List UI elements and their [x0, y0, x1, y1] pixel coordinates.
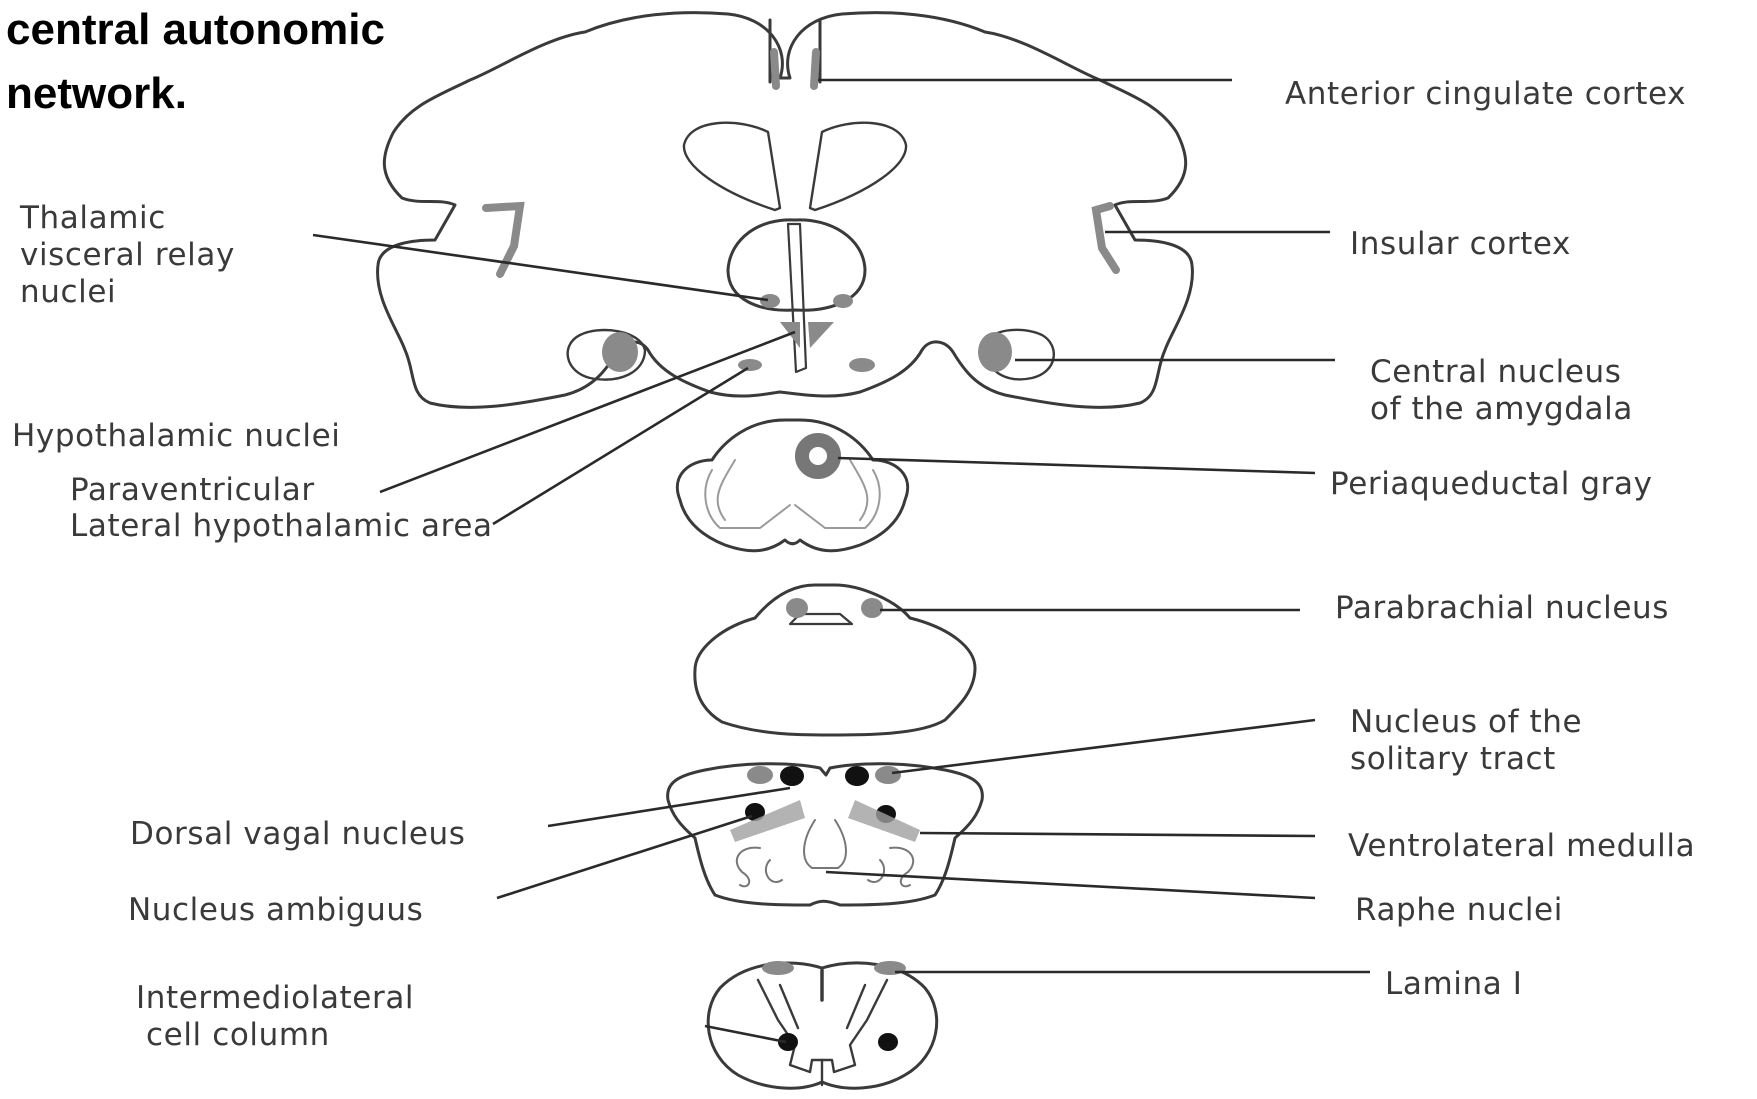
third-ventricle	[788, 224, 806, 372]
label-line: Central nucleus	[1370, 354, 1633, 391]
label-line: cell column	[136, 1017, 414, 1054]
parabrachial-nucleus-left	[786, 598, 808, 618]
olive-left	[737, 848, 782, 887]
lateral-hypothalamic-left	[738, 359, 762, 371]
label-intermediolateral-cell-column: Intermediolateral cell column	[136, 980, 414, 1054]
anterior-cingulate-highlight-left	[774, 52, 776, 86]
label-line: Intermediolateral	[136, 980, 414, 1017]
lamina-i-left	[762, 961, 794, 975]
midbrain-outline	[677, 420, 907, 551]
label-line: of the amygdala	[1370, 391, 1633, 428]
leader-ventrolateral	[920, 833, 1315, 836]
solitary-nucleus-right	[875, 766, 901, 784]
label-lateral-hypothalamic-area: Lateral hypothalamic area	[70, 508, 493, 545]
ventrolateral-medulla-left	[730, 800, 805, 842]
label-nucleus-solitary-tract: Nucleus of the solitary tract	[1350, 704, 1582, 778]
label-anterior-cingulate-cortex: Anterior cingulate cortex	[1285, 76, 1686, 113]
label-line: visceral relay	[20, 237, 235, 274]
label-periaqueductal-gray: Periaqueductal gray	[1330, 466, 1653, 503]
label-central-nucleus-amygdala: Central nucleus of the amygdala	[1370, 354, 1633, 428]
central-amygdala-right	[978, 332, 1012, 372]
label-line: Nucleus of the	[1350, 704, 1582, 741]
solitary-nucleus-left	[747, 766, 773, 784]
label-insular-cortex: Insular cortex	[1350, 226, 1571, 263]
parabrachial-nucleus-right	[861, 598, 883, 618]
label-nucleus-ambiguus: Nucleus ambiguus	[128, 892, 423, 929]
lateral-ventricle-left	[684, 123, 780, 210]
label-line: solitary tract	[1350, 741, 1582, 778]
label-parabrachial-nucleus: Parabrachial nucleus	[1335, 590, 1669, 627]
olive-right	[868, 848, 913, 887]
intermediolateral-nucleus-right	[878, 1033, 898, 1051]
leader-lateral-hypothalamic	[493, 368, 748, 524]
label-paraventricular: Paraventricular	[70, 472, 315, 509]
leader-ambiguus	[497, 816, 752, 898]
leader-periaqueductal	[838, 458, 1315, 473]
periaqueductal-gray	[802, 440, 834, 472]
midbrain-inner-left	[705, 460, 790, 528]
leader-raphe	[826, 872, 1315, 898]
pons-outline	[695, 585, 975, 735]
label-line: Thalamic	[20, 200, 235, 237]
insular-highlight-right	[1096, 206, 1116, 270]
medulla-ventricle	[804, 820, 846, 868]
leader-intermediolateral	[705, 1026, 786, 1042]
lateral-ventricle-right	[810, 123, 906, 210]
label-ventrolateral-medulla: Ventrolateral medulla	[1348, 828, 1695, 865]
label-thalamic-visceral-relay-nuclei: Thalamic visceral relay nuclei	[20, 200, 235, 311]
label-hypothalamic-nuclei: Hypothalamic nuclei	[12, 418, 340, 455]
label-line: nuclei	[20, 274, 235, 311]
label-raphe-nuclei: Raphe nuclei	[1355, 892, 1563, 929]
leader-paraventricular	[380, 332, 795, 492]
thalamic-relay-nucleus-left	[760, 294, 780, 308]
label-lamina-i: Lamina I	[1385, 966, 1523, 1003]
thalamic-relay-nucleus-right	[833, 294, 853, 308]
central-amygdala-left	[602, 332, 638, 372]
lateral-hypothalamic-right	[849, 358, 875, 372]
leader-solitary	[892, 720, 1315, 773]
label-dorsal-vagal-nucleus: Dorsal vagal nucleus	[130, 816, 466, 853]
dorsal-vagal-nucleus-right	[845, 766, 869, 786]
anterior-cingulate-highlight-right	[814, 52, 816, 86]
dorsal-vagal-nucleus-left	[780, 766, 804, 786]
paraventricular-nucleus-right	[808, 322, 834, 348]
